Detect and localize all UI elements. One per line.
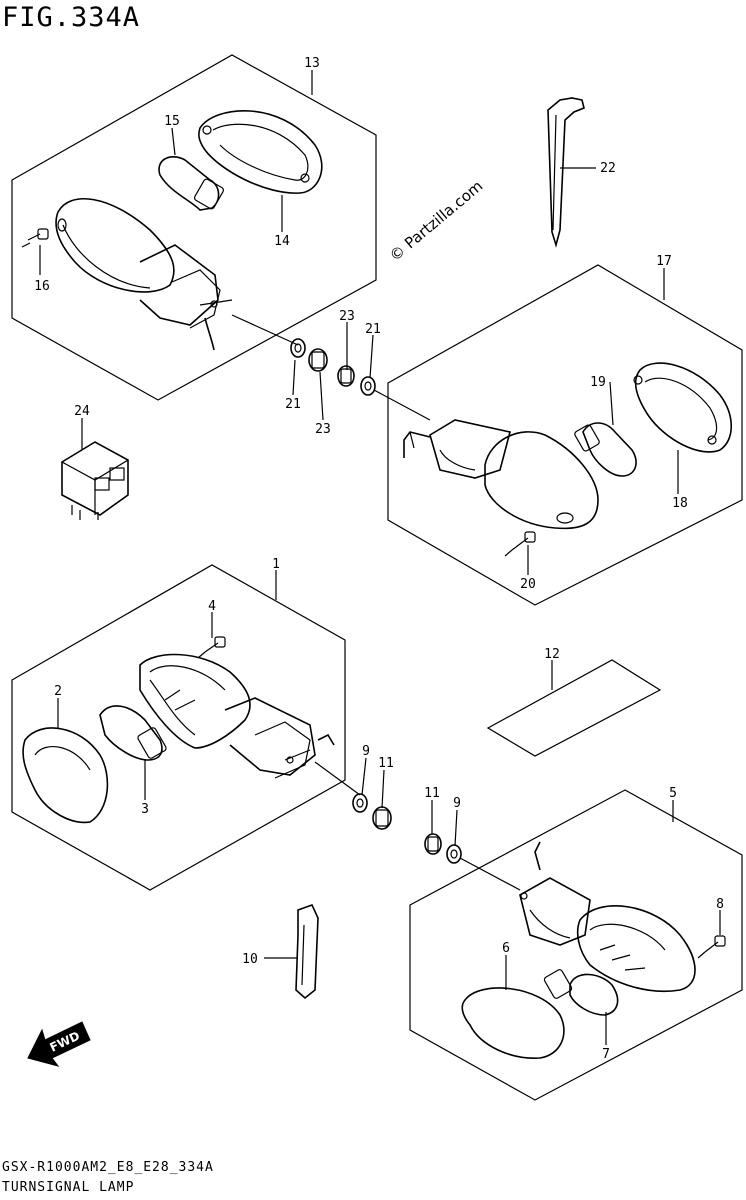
leader-lines: [39, 70, 721, 1045]
callout-23-lower: 23: [315, 422, 331, 437]
part-10-bracket: [295, 904, 319, 1000]
callout-23-upper: 23: [339, 309, 355, 324]
callout-13: 13: [304, 56, 320, 71]
part-24-relay: [61, 441, 129, 520]
callout-12: 12: [544, 647, 560, 662]
callout-11-lower: 11: [424, 786, 440, 801]
callout-22: 22: [600, 161, 616, 176]
callout-9-upper: 9: [362, 744, 370, 759]
callout-2: 2: [54, 684, 62, 699]
callout-10: 10: [242, 952, 258, 967]
callout-5: 5: [669, 786, 677, 801]
callout-8: 8: [716, 897, 724, 912]
callout-6: 6: [502, 941, 510, 956]
assembly-5-box: [409, 789, 743, 1101]
callout-15: 15: [164, 114, 180, 129]
assembly-13-box: [11, 54, 377, 401]
callout-20: 20: [520, 577, 536, 592]
footer-code: GSX-R1000AM2_E8_E28_334A: [2, 1160, 214, 1175]
callout-19: 19: [590, 375, 606, 390]
callout-18: 18: [672, 496, 688, 511]
callout-24: 24: [74, 404, 90, 419]
fwd-arrow-icon: FWD: [27, 1021, 91, 1067]
part-22-band: [547, 97, 585, 248]
callout-17: 17: [656, 254, 672, 269]
callout-4: 4: [208, 599, 216, 614]
watermark-text: © Partzilla.com: [386, 177, 486, 265]
assembly-1-box: [11, 564, 346, 891]
washers-lower: [314, 761, 521, 891]
callout-3: 3: [141, 802, 149, 817]
callout-labels: 13 15 14 16 22 17 23 21 21 23 19 18 24 2…: [34, 56, 724, 1062]
figure-title: FIG.334A: [2, 2, 141, 33]
callout-1: 1: [272, 557, 280, 572]
callout-16: 16: [34, 279, 50, 294]
callout-9-lower: 9: [453, 796, 461, 811]
part-12-sheet: [486, 659, 662, 757]
callout-21-upper: 21: [365, 322, 381, 337]
callout-7: 7: [602, 1047, 610, 1062]
footer-name: TURNSIGNAL LAMP: [2, 1180, 135, 1195]
assembly-17-box: [387, 264, 743, 606]
callout-14: 14: [274, 234, 290, 249]
callout-11-upper: 11: [378, 756, 394, 771]
callout-21-lower: 21: [285, 397, 301, 412]
washers-upper: [231, 314, 431, 421]
